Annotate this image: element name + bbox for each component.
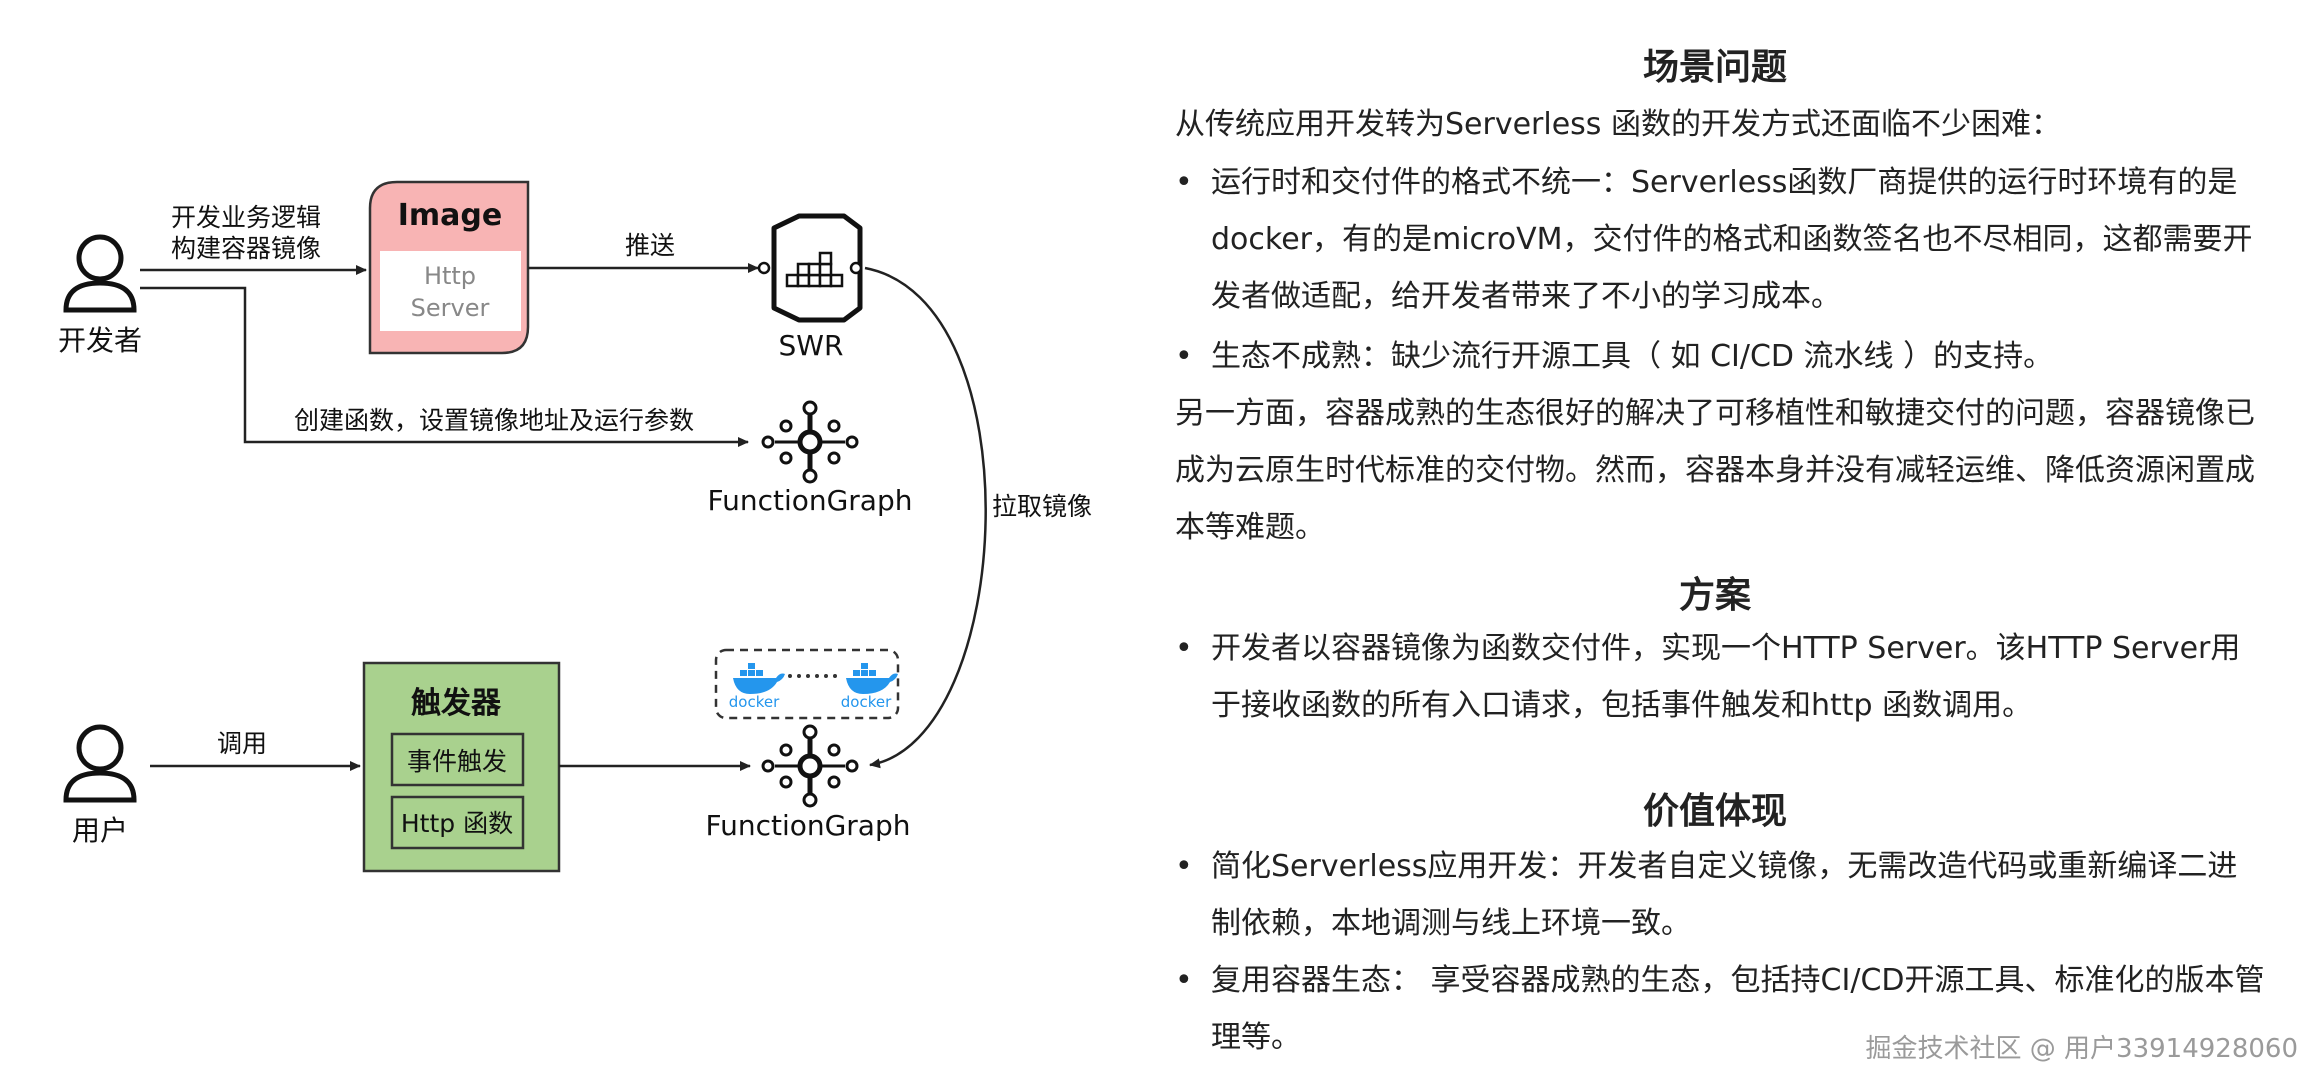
docker-right-icon [846, 663, 898, 694]
edge-build-label-2: 构建容器镜像 [171, 234, 321, 263]
developer-person-icon [63, 234, 137, 313]
scenario-bullet-2: 生态不成熟：缺少流行开源工具（ 如 CI/CD 流水线 ）的支持。 [1175, 328, 2265, 385]
swr-registry-icon [757, 213, 863, 323]
swr-label: SWR [779, 329, 844, 362]
image-box-title: Image [398, 198, 503, 233]
user-label: 用户 [72, 814, 128, 847]
ellipsis-dots [788, 674, 837, 678]
developer-label: 开发者 [58, 324, 142, 357]
solution-bullet-1: 开发者以容器镜像为函数交付件，实现一个HTTP Server。该HTTP Ser… [1175, 620, 2265, 734]
trigger-title: 触发器 [411, 686, 502, 721]
edge-pull-arrow [864, 266, 987, 769]
trigger-http-box [390, 795, 525, 850]
http-server-inner-box [380, 251, 521, 331]
value-title: 价值体现 [1642, 791, 1787, 832]
docker-right-label: docker [841, 693, 892, 711]
edge-create-label: 创建函数，设置镜像地址及运行参数 [294, 406, 694, 435]
value-bullet-1: 简化Serverless应用开发：开发者自定义镜像，无需改造代码或重新编译二进制… [1175, 838, 2265, 952]
docker-left-icon [733, 663, 785, 694]
functiongraph-bottom-icon [761, 724, 859, 808]
user-person-icon [63, 724, 137, 803]
docker-left-label: docker [729, 693, 780, 711]
trigger-box [362, 661, 561, 873]
edge-build-label-1: 开发业务逻辑 [171, 203, 321, 232]
scenario-intro: 从传统应用开发转为Serverless 函数的开发方式还面临不少困难： [1175, 107, 2061, 142]
scenario-outro: 另一方面，容器成熟的生态很好的解决了可移植性和敏捷交付的问题，容器镜像已成为云原… [1175, 396, 2255, 545]
trigger-event-box [390, 732, 525, 787]
trigger-http-label: Http 函数 [401, 809, 513, 838]
edge-invoke-label: 调用 [217, 729, 267, 758]
edge-push-label: 推送 [625, 231, 675, 260]
functiongraph-bottom-label: FunctionGraph [706, 809, 911, 842]
trigger-event-label: 事件触发 [407, 747, 507, 776]
docker-instances-box [714, 648, 900, 720]
scenario-title: 场景问题 [1642, 47, 1787, 88]
architecture-diagram: 开发者 开发业务逻辑 构建容器镜像 Image Http Server 推送 S… [58, 180, 1092, 873]
functiongraph-top-label: FunctionGraph [708, 484, 913, 517]
functiongraph-top-icon [761, 400, 859, 484]
scenario-bullet-1: 运行时和交付件的格式不统一：Serverless函数厂商提供的运行时环境有的是d… [1175, 154, 2265, 325]
solution-title: 方案 [1678, 575, 1751, 616]
watermark: 掘金技术社区 @ 用户33914928060 [1865, 1034, 2299, 1064]
edge-create-arrow [140, 286, 749, 447]
http-server-line-2: Server [411, 294, 490, 322]
value-bullet-2: 复用容器生态： 享受容器成熟的生态，包括持CI/CD开源工具、标准化的版本管理等… [1175, 952, 2265, 1066]
edge-pull-label: 拉取镜像 [992, 492, 1092, 521]
http-server-line-1: Http [424, 262, 476, 290]
